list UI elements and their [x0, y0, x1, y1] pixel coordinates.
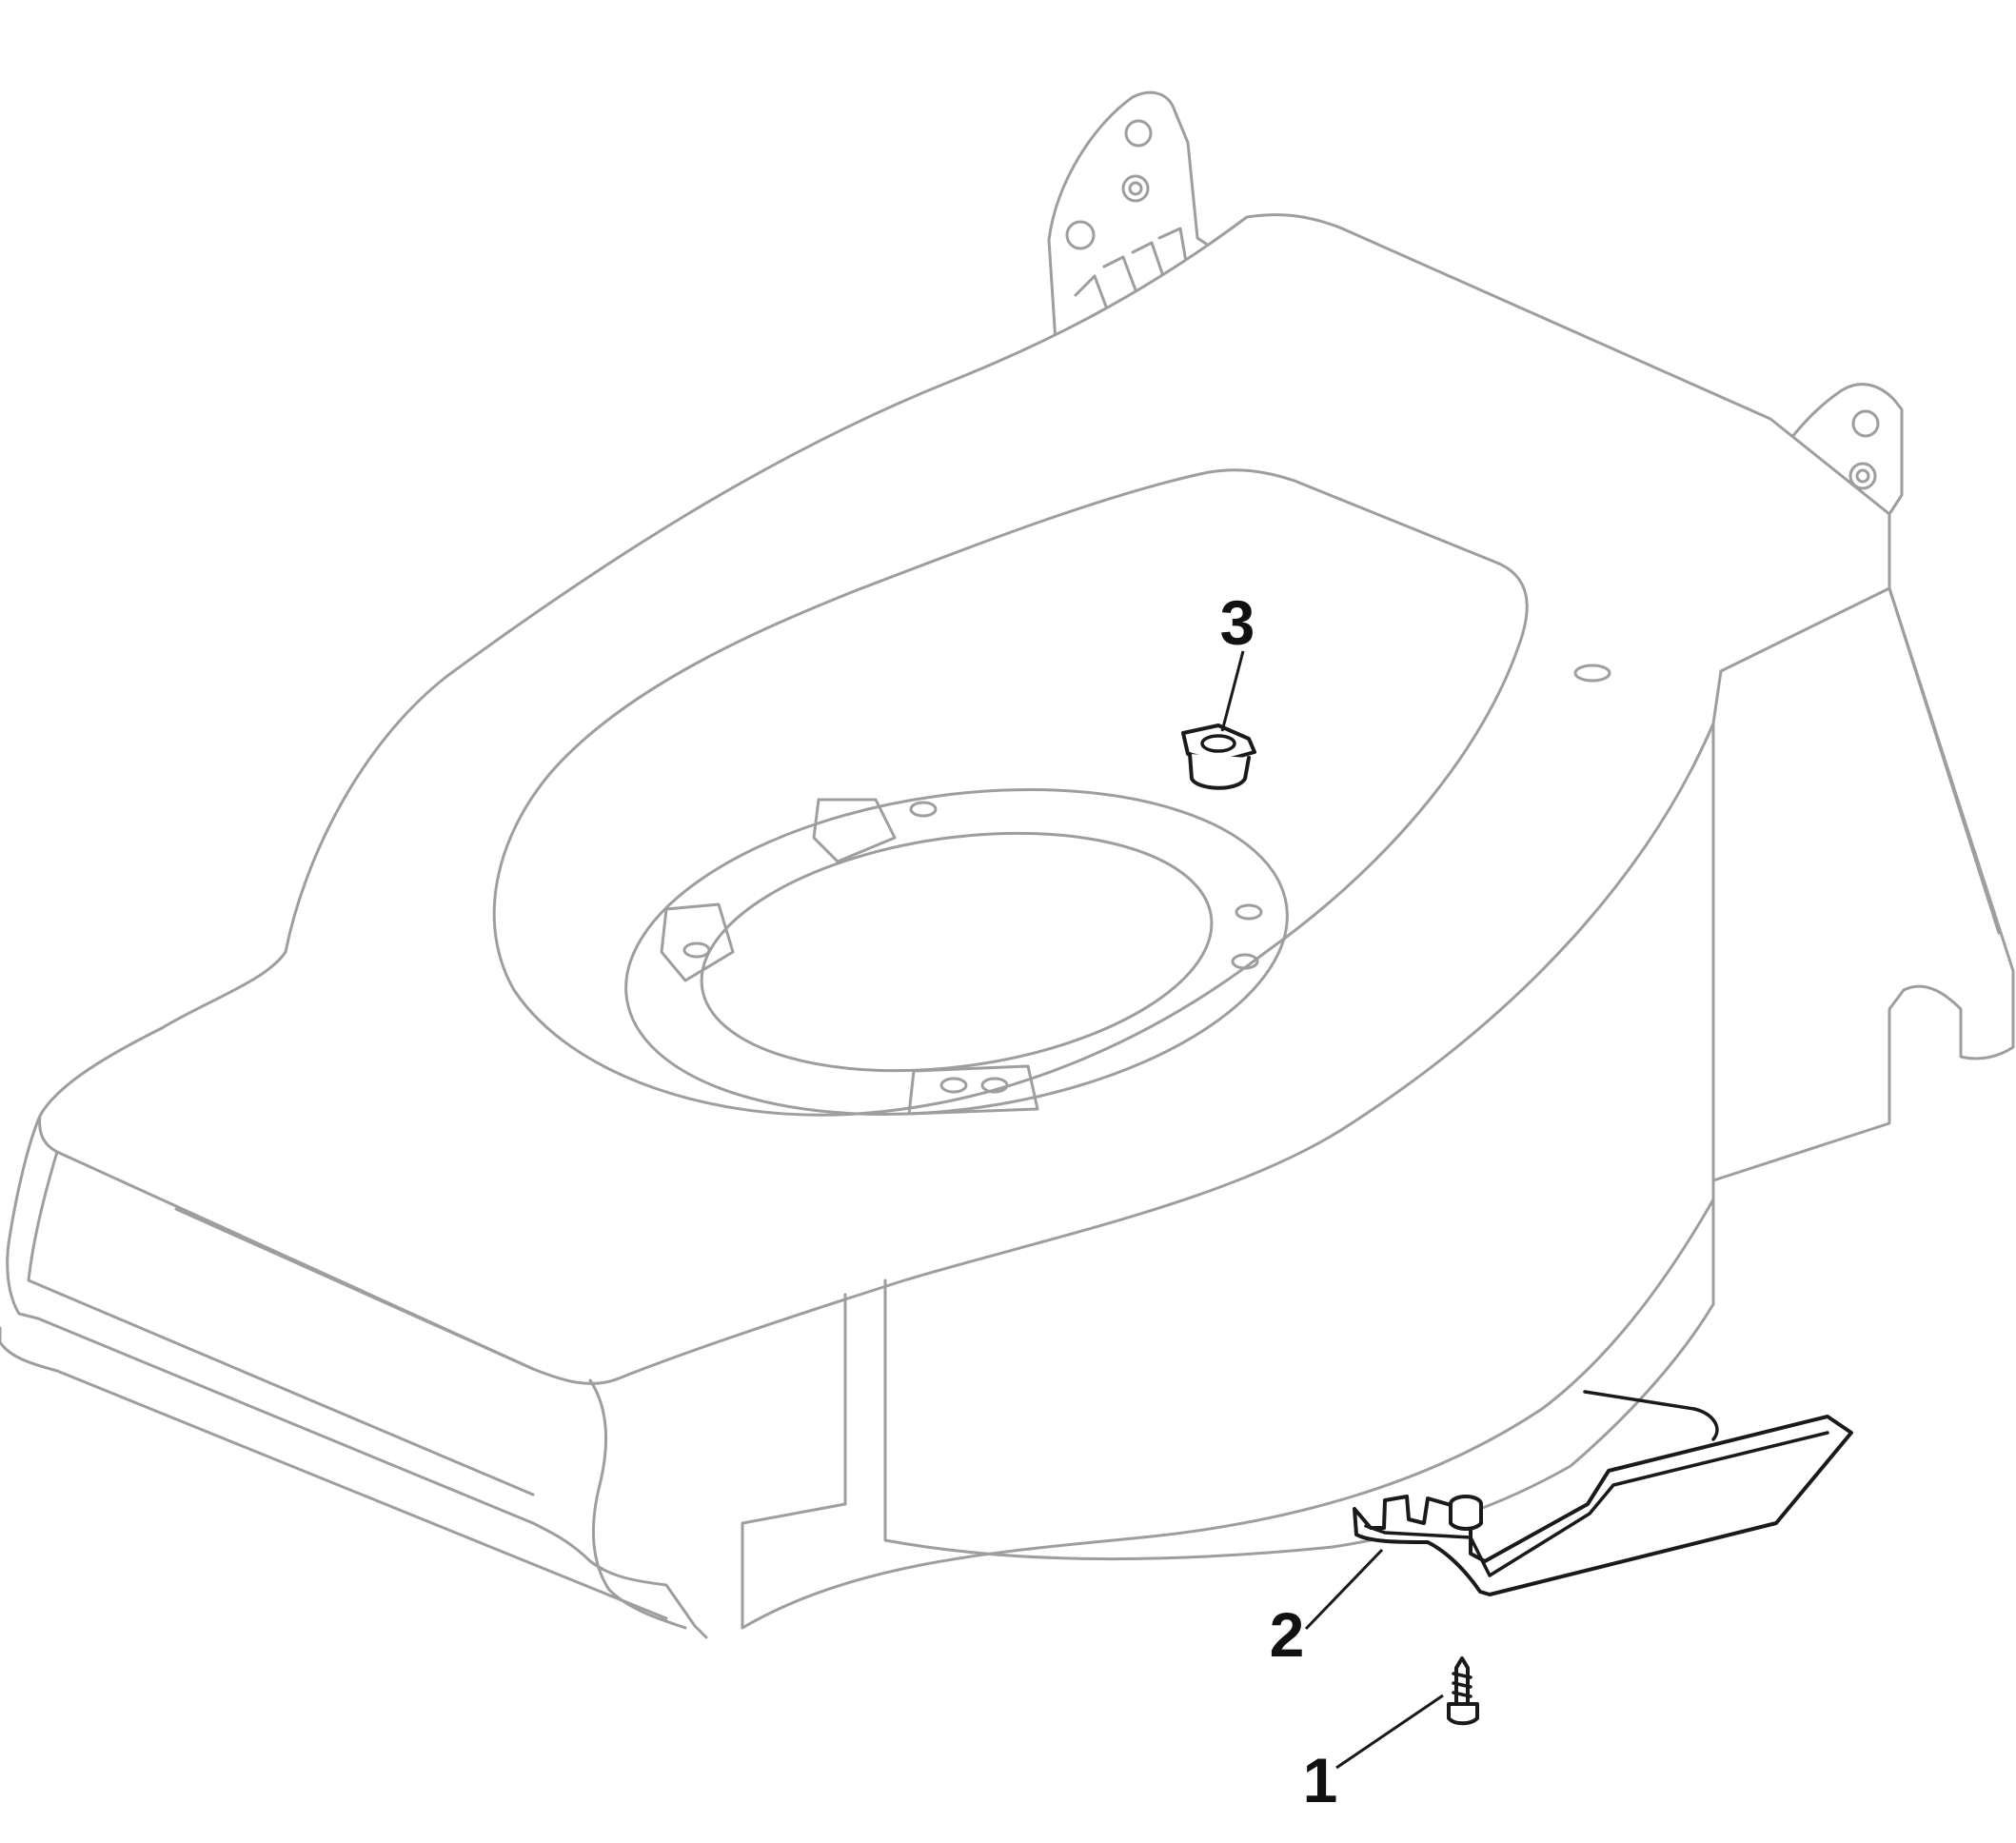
screw-thread [1452, 1672, 1472, 1698]
mount-hole [980, 1077, 1009, 1094]
deck-side-skirt-inner [741, 1293, 847, 1630]
part-2-blade [1353, 1390, 1853, 1596]
mount-boss [660, 902, 735, 982]
bushing-bore [1200, 734, 1236, 753]
motor-mount-ring-inner [700, 831, 1214, 1073]
front-bumper-inner [27, 1150, 535, 1496]
bushing-body [1188, 752, 1251, 790]
front-bumper-lower [0, 1326, 668, 1620]
part-1-screw [1447, 1656, 1479, 1726]
mount-hole [909, 801, 938, 818]
deck-top-surface [38, 213, 1891, 1385]
deck-front-side [588, 1378, 687, 1630]
mount-hole [1231, 953, 1259, 970]
deck-right-panel [1711, 586, 2015, 1182]
bracket-hole [1124, 119, 1153, 148]
blade-edge [1364, 1431, 1829, 1577]
mount-boss [812, 798, 897, 863]
bracket-hole [1851, 409, 1880, 438]
bracket-ribs [1074, 227, 1188, 316]
part-3-bushing [1181, 723, 1256, 790]
blade-body [1353, 1415, 1853, 1596]
leader-line-2 [1304, 1548, 1384, 1631]
deck-bowl-recess [492, 468, 1529, 1117]
motor-mount-ring-outer [624, 787, 1289, 1117]
mount-hole [1235, 903, 1263, 921]
mount-hole [939, 1077, 968, 1094]
deck-right-strut [1888, 586, 2001, 935]
leader-line-1 [1335, 1694, 1444, 1770]
front-bumper [6, 1114, 708, 1639]
bracket-hole [1121, 174, 1150, 203]
mower-deck [0, 90, 2015, 1639]
callout-2: 2 [1270, 1599, 1305, 1670]
bracket-hole [1065, 220, 1096, 250]
screw-head [1447, 1702, 1479, 1726]
bracket-hole [1848, 462, 1877, 490]
bracket-hole [1855, 468, 1870, 484]
screw-shank [1454, 1656, 1470, 1706]
deck-side-lower-edge [741, 1198, 1715, 1630]
bracket-hole [1128, 181, 1143, 196]
mount-hole [682, 941, 711, 959]
blade-hub-body [1449, 1502, 1483, 1531]
callout-3: 3 [1220, 587, 1255, 658]
leader-line-3 [1220, 650, 1245, 732]
blade-back-edge [1583, 1390, 1719, 1441]
mount-boss [907, 1064, 1039, 1116]
front-bumper-dash [174, 1207, 535, 1371]
mount-hole [1573, 664, 1611, 683]
callout-1: 1 [1303, 1745, 1338, 1815]
